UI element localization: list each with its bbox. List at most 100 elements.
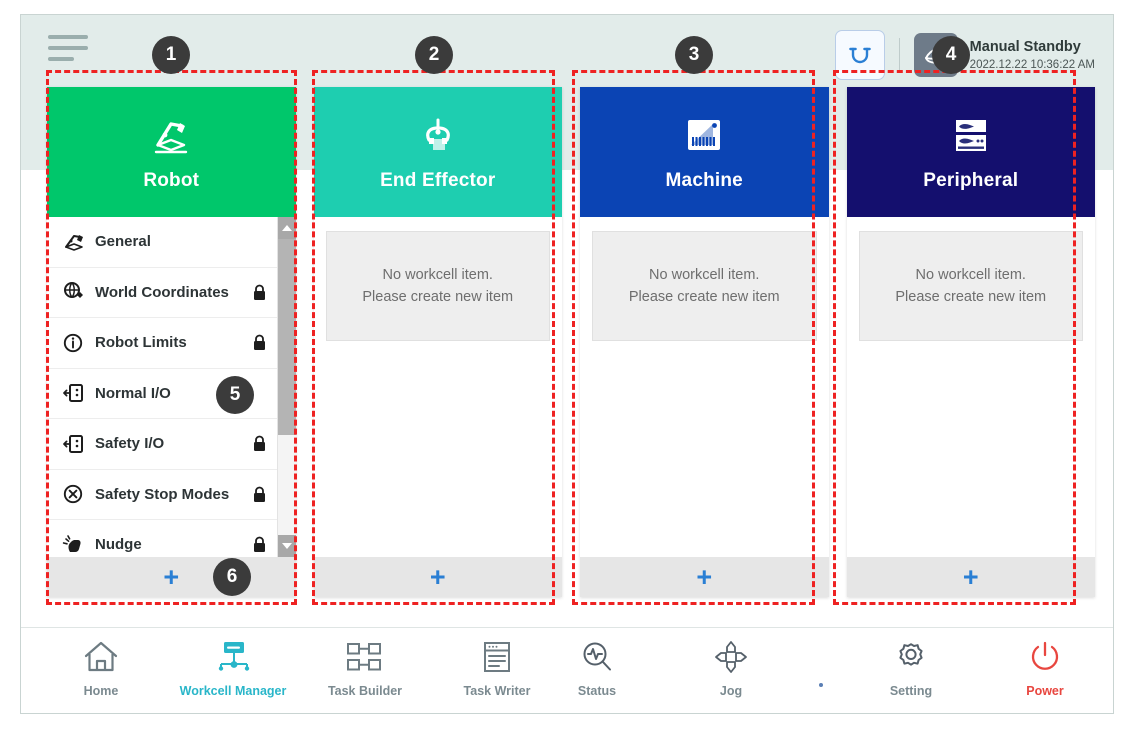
menu-item-safety-io[interactable]: Safety I/O xyxy=(47,419,277,470)
column-header-peripheral[interactable]: Peripheral xyxy=(846,87,1095,217)
robot-menu-body: General World Coordinates Robot Lim xyxy=(47,217,296,557)
nav-item-task-writer[interactable]: Task Writer xyxy=(451,636,543,698)
manual-hand-glyph xyxy=(924,43,946,64)
add-machine-button[interactable]: + xyxy=(580,557,829,597)
column-header-machine[interactable]: Machine xyxy=(580,87,829,217)
manual-hand-icon[interactable] xyxy=(913,33,958,77)
gripper-icon xyxy=(416,112,460,160)
nav-label: Jog xyxy=(719,684,743,698)
io-port-icon xyxy=(59,433,89,455)
power-icon xyxy=(1027,636,1063,678)
task-writer-icon xyxy=(479,636,515,678)
nav-label: Status xyxy=(577,684,617,698)
column-header-end-effector[interactable]: End Effector xyxy=(313,87,562,217)
mode-status-time: 2022.12.22 10:36:22 AM xyxy=(969,58,1095,71)
nav-item-home[interactable]: Home xyxy=(55,636,147,698)
robot-arm-icon xyxy=(59,231,89,253)
nav-item-setting[interactable]: Setting xyxy=(865,636,957,698)
nav-separator-dot xyxy=(819,683,823,687)
io-port-icon xyxy=(59,382,89,404)
menu-item-normal-io[interactable]: Normal I/O xyxy=(47,368,277,419)
hamburger-line xyxy=(48,57,74,61)
globe-axis-icon xyxy=(59,281,89,303)
nav-item-workcell-manager[interactable]: Workcell Manager xyxy=(180,636,286,698)
nav-secondary-group: Status Jog Setting Power xyxy=(551,636,1091,698)
plus-icon: + xyxy=(163,561,180,592)
add-peripheral-button[interactable]: + xyxy=(846,557,1095,597)
gear-icon xyxy=(893,636,929,678)
nav-label: Home xyxy=(83,684,119,698)
menu-item-label: General xyxy=(95,233,151,251)
empty-state-line1: No workcell item. xyxy=(915,266,1026,283)
empty-state-line1: No workcell item. xyxy=(649,266,760,283)
menu-item-general[interactable]: General xyxy=(47,217,277,268)
hamburger-line xyxy=(48,35,88,39)
empty-state-line2: Please create new item xyxy=(362,289,514,305)
reset-rotate-icon[interactable] xyxy=(834,30,885,80)
peripheral-rack-glyph xyxy=(955,120,986,151)
stop-x-icon xyxy=(59,483,89,505)
nav-label: Setting xyxy=(889,684,933,698)
chevron-down-icon xyxy=(282,543,292,549)
lock-icon xyxy=(253,435,265,452)
header-divider xyxy=(898,38,900,72)
nav-label: Workcell Manager xyxy=(179,684,287,698)
lock-icon xyxy=(253,486,265,502)
workcell-icon xyxy=(211,636,255,678)
header-status-group: Manual Standby 2022.12.22 10:36:22 AM xyxy=(834,30,1095,80)
workcell-column-end-effector: End Effector No workcell item. Please cr… xyxy=(313,87,562,597)
scrollbar-thumb[interactable] xyxy=(277,239,296,435)
menu-item-safety-stop-modes[interactable]: Safety Stop Modes xyxy=(47,469,277,520)
column-title-machine: Machine xyxy=(665,170,743,191)
menu-item-nudge[interactable]: Nudge xyxy=(47,520,277,557)
end-effector-body: No workcell item. Please create new item xyxy=(313,217,562,557)
empty-state-line2: Please create new item xyxy=(628,289,780,305)
empty-state-end-effector: No workcell item. Please create new item xyxy=(325,231,550,341)
mode-status-text: Manual Standby 2022.12.22 10:36:22 AM xyxy=(970,38,1095,73)
menu-item-robot-limits[interactable]: Robot Limits xyxy=(47,318,277,369)
mode-status-title: Manual Standby xyxy=(969,38,1081,55)
hamburger-menu-icon[interactable] xyxy=(48,35,92,69)
lock-icon xyxy=(253,284,265,300)
nav-label: Task Builder xyxy=(327,684,403,698)
bottom-navigation-bar: Home Workcell Manager Task Builder Task … xyxy=(21,627,1113,713)
lock-icon xyxy=(253,536,265,553)
robot-arm-icon xyxy=(148,112,194,160)
column-title-robot: Robot xyxy=(143,170,200,191)
scroll-up-button[interactable] xyxy=(277,217,296,239)
nav-label: Task Writer xyxy=(463,684,531,698)
machine-icon xyxy=(683,112,725,160)
column-header-robot[interactable]: Robot xyxy=(47,87,296,217)
hand-nudge-icon xyxy=(59,534,89,556)
peripheral-rack-icon xyxy=(948,112,994,160)
menu-item-label: Robot Limits xyxy=(95,334,187,352)
chevron-up-icon xyxy=(282,225,292,231)
menu-item-label: World Coordinates xyxy=(95,283,229,301)
nav-primary-group: Home Workcell Manager Task Builder Task … xyxy=(55,636,543,698)
nav-item-task-builder[interactable]: Task Builder xyxy=(319,636,411,698)
menu-item-label: Safety Stop Modes xyxy=(95,485,230,503)
home-icon xyxy=(83,636,119,678)
jog-arrows-icon xyxy=(712,636,750,678)
gripper-glyph xyxy=(425,118,450,150)
menu-item-label: Safety I/O xyxy=(95,435,165,453)
lock-icon xyxy=(253,334,265,351)
nav-item-jog[interactable]: Jog xyxy=(685,636,777,698)
machine-body: No workcell item. Please create new item xyxy=(580,217,829,557)
workcell-column-machine: Machine No workcell item. Please create … xyxy=(580,87,829,597)
robot-menu-list: General World Coordinates Robot Lim xyxy=(47,217,277,557)
nav-label: Power xyxy=(1026,684,1064,698)
plus-icon: + xyxy=(696,561,713,592)
nav-item-status[interactable]: Status xyxy=(551,636,643,698)
plus-icon: + xyxy=(962,561,979,592)
nav-item-power[interactable]: Power xyxy=(999,636,1091,698)
menu-item-world-coordinates[interactable]: World Coordinates xyxy=(47,267,277,318)
add-robot-button[interactable]: + xyxy=(47,557,296,597)
hamburger-line xyxy=(48,46,88,50)
empty-state-peripheral: No workcell item. Please create new item xyxy=(858,231,1083,341)
add-end-effector-button[interactable]: + xyxy=(313,557,562,597)
workcell-column-robot: Robot General World Coordinates xyxy=(47,87,296,597)
robot-menu-scrollbar[interactable] xyxy=(276,217,296,557)
status-magnifier-icon xyxy=(579,636,615,678)
scroll-down-button[interactable] xyxy=(277,535,296,557)
